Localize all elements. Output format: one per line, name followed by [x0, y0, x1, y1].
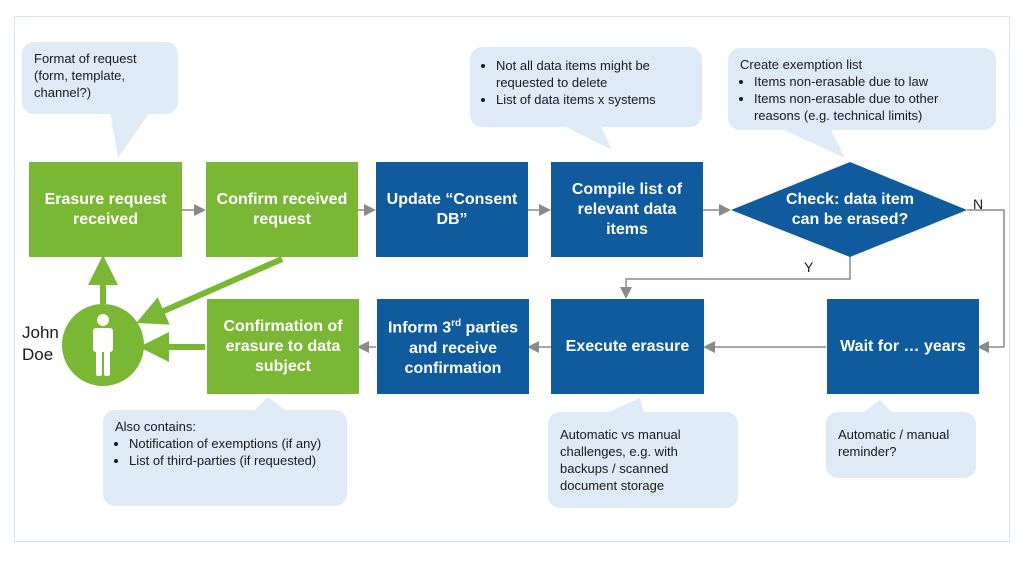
edge-label-no: N [973, 196, 984, 212]
exemption-list: Items non-erasable due to law Items non-… [740, 73, 984, 124]
data-items-list: Not all data items might be requested to… [482, 57, 690, 108]
reminder-text: Automatic / manual reminder? [838, 427, 950, 459]
confirmation-erasure-label: Confirmation of erasure to data subject [223, 317, 343, 375]
update-consent-db-box: Update “Consent DB” [376, 162, 528, 257]
callout-exemption: Create exemption list Items non-erasable… [728, 48, 996, 130]
inform-parties-label: Inform 3rd parties and receive confirmat… [385, 314, 521, 378]
compile-list-label: Compile list of relevant data items [571, 180, 683, 238]
execute-erasure-label: Execute erasure [565, 337, 690, 355]
callout-format-text: Format of request (form, template, chann… [34, 51, 137, 100]
callout-tail-format [110, 112, 150, 158]
callout-automatic-manual: Automatic vs manual challenges, e.g. wit… [548, 412, 738, 508]
wait-for-label: Wait for … years [840, 337, 966, 355]
person-name: John Doe [22, 322, 59, 366]
arrow-no-path [967, 209, 1005, 353]
callout-tail-data-items [560, 124, 612, 150]
inform-suffix: parties and receive confirmation [404, 319, 519, 377]
list-item: Notification of exemptions (if any) [129, 435, 335, 452]
list-item: Not all data items might be requested to… [496, 57, 690, 91]
person-name-line2: Doe [22, 345, 54, 364]
person-icon [93, 314, 113, 376]
callout-tail-exemption [780, 128, 845, 158]
execute-erasure-box: Execute erasure [551, 299, 704, 394]
confirm-received-label: Confirm received request [216, 190, 348, 228]
wait-for-years-box: Wait for … years [827, 299, 979, 394]
list-item: Items non-erasable due to law [754, 73, 984, 90]
edge-label-yes: Y [804, 259, 814, 275]
check-decision-diamond [731, 162, 967, 257]
check-decision-text: Check: data item can be erased? [785, 191, 915, 228]
exemption-title: Create exemption list [740, 57, 863, 72]
arrow-confirm-to-person [136, 256, 284, 325]
update-consent-label: Update “Consent DB” [386, 190, 518, 228]
inform-sup: rd [451, 318, 462, 330]
check-decision-label: Check: data item can be erased? [780, 175, 920, 245]
callout-tail-also-contains [250, 397, 290, 414]
also-contains-list: Notification of exemptions (if any) List… [115, 435, 335, 469]
person-name-line1: John [22, 323, 59, 342]
callout-data-items: Not all data items might be requested to… [470, 47, 702, 127]
erasure-request-received-box: Erasure request received [29, 162, 182, 257]
inform-third-parties-box: Inform 3rd parties and receive confirmat… [377, 299, 529, 394]
confirm-received-request-box: Confirm received request [206, 162, 358, 257]
callout-tail-automatic [600, 398, 645, 416]
diagram-frame [14, 16, 1010, 542]
list-item: List of third-parties (if requested) [129, 452, 335, 469]
list-item: List of data items x systems [496, 91, 690, 108]
confirmation-erasure-box: Confirmation of erasure to data subject [207, 299, 359, 394]
callout-reminder: Automatic / manual reminder? [826, 412, 976, 478]
list-item: Items non-erasable due to other reasons … [754, 90, 984, 124]
erasure-request-label: Erasure request received [44, 190, 167, 228]
arrow-yes-path [620, 256, 851, 299]
callout-format: Format of request (form, template, chann… [22, 42, 178, 114]
callout-also-contains: Also contains: Notification of exemption… [103, 410, 347, 506]
compile-list-box: Compile list of relevant data items [551, 162, 703, 257]
also-contains-title: Also contains: [115, 419, 196, 434]
automatic-manual-text: Automatic vs manual challenges, e.g. wit… [560, 427, 681, 493]
inform-prefix: Inform 3 [387, 319, 452, 337]
